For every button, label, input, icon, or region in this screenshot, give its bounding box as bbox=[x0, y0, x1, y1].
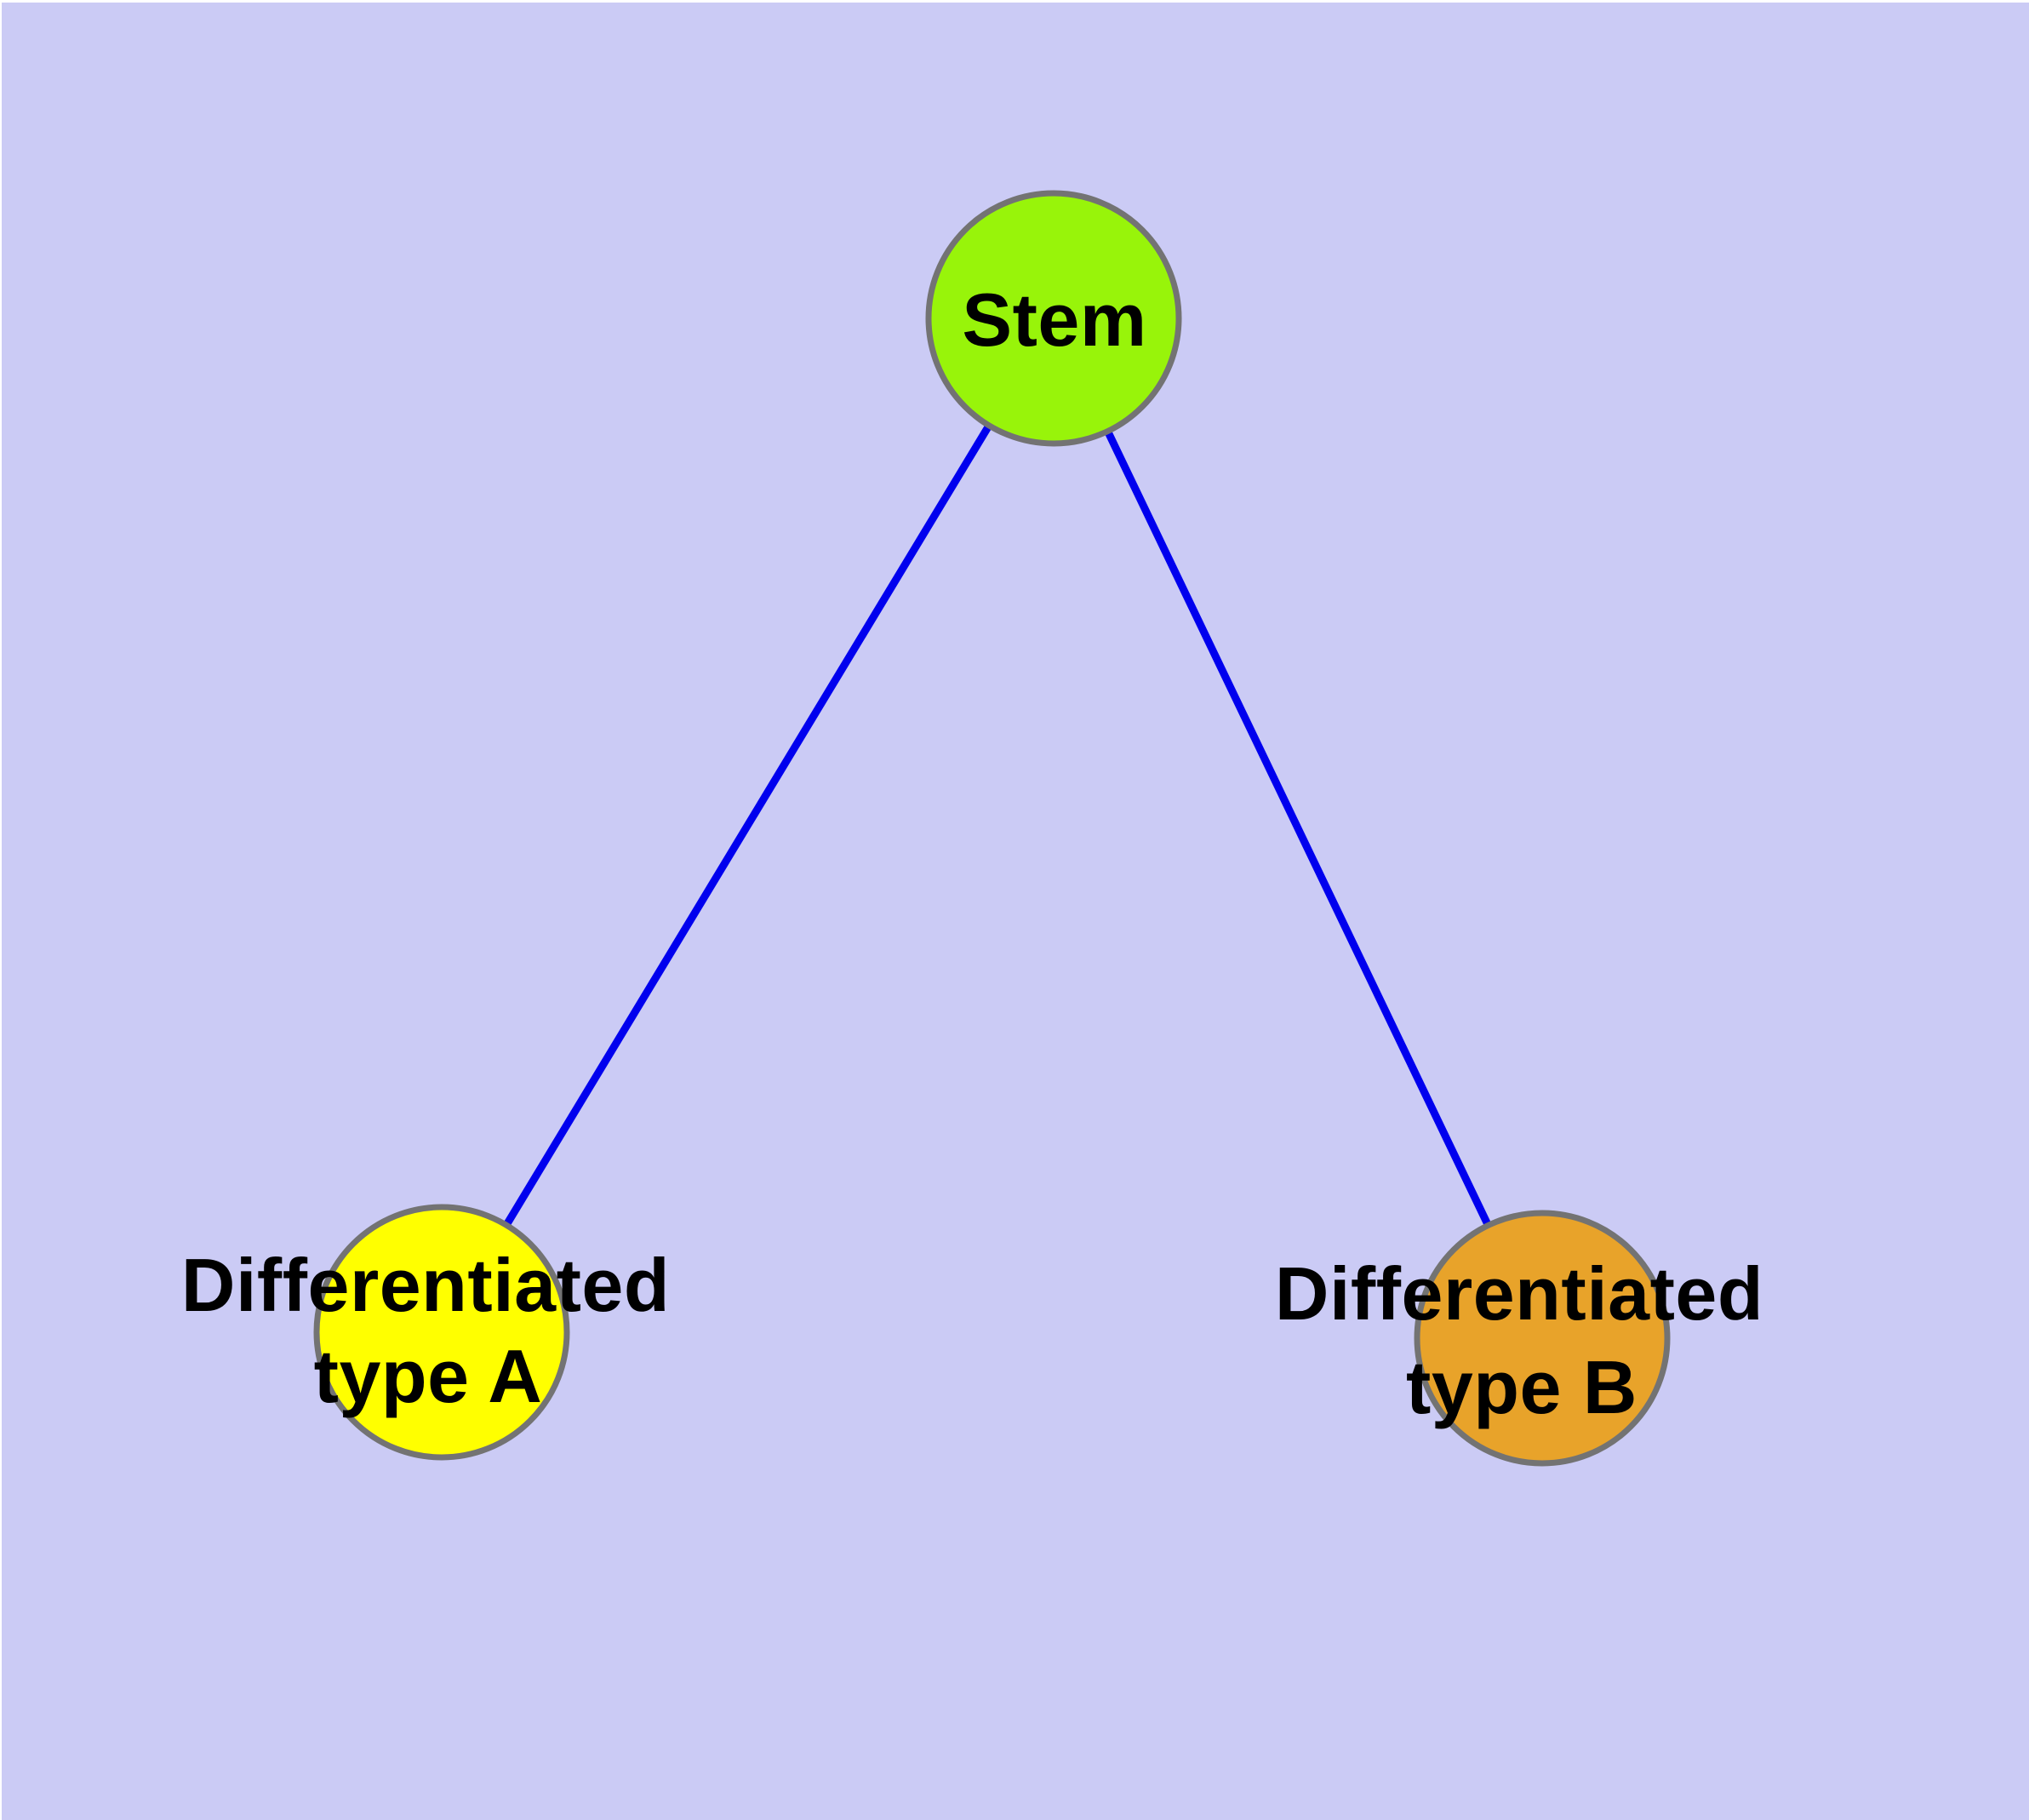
node-type-b-label-line2: type B bbox=[1406, 1345, 1637, 1429]
edge-stem-to-type-b bbox=[1049, 317, 1546, 1340]
node-stem-label: Stem bbox=[962, 278, 1146, 362]
node-type-b-label: Differentiated type B bbox=[1275, 1251, 1763, 1429]
node-type-a-label-line2: type A bbox=[314, 1334, 543, 1418]
node-differentiated-type-a bbox=[313, 1204, 570, 1461]
node-differentiated-type-b bbox=[1414, 1210, 1671, 1467]
node-type-b-label-line1: Differentiated bbox=[1275, 1251, 1763, 1336]
edge-stem-to-type-a bbox=[438, 316, 1057, 1335]
node-type-a-label-line1: Differentiated bbox=[181, 1243, 670, 1327]
node-stem bbox=[925, 190, 1182, 447]
